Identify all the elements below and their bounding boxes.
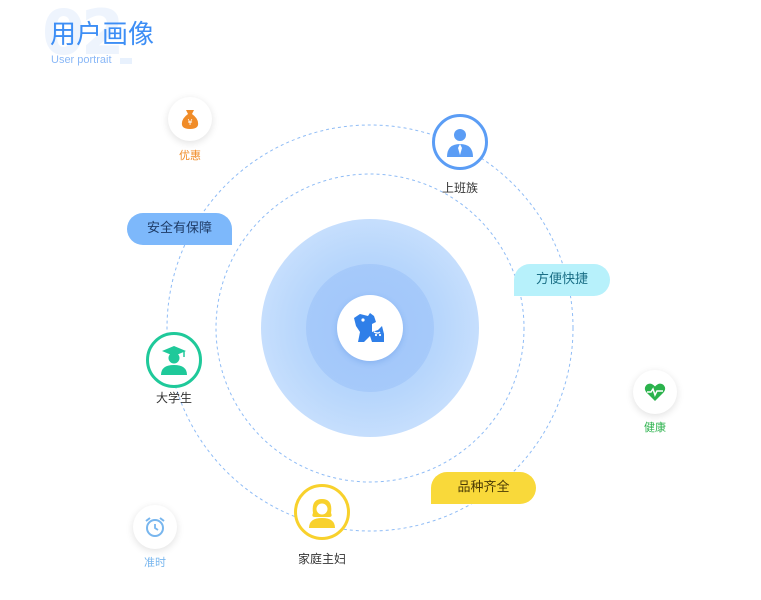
- persona-student[interactable]: [146, 332, 202, 388]
- outer-orbit: [166, 124, 574, 532]
- tag-variety: 品种齐全: [431, 472, 536, 504]
- inner-orbit: [215, 173, 525, 483]
- section-number: 02: [42, 0, 124, 69]
- tag-safety: 安全有保障: [127, 213, 232, 245]
- graduate-icon: [161, 346, 187, 375]
- benefit-label: 准时: [144, 556, 166, 569]
- benefit-label: 健康: [644, 421, 666, 434]
- benefit-label: 优惠: [179, 149, 201, 162]
- svg-text:¥: ¥: [187, 118, 192, 127]
- money-bag-icon: ¥: [181, 110, 199, 129]
- heart-pulse-icon: [644, 383, 666, 401]
- pets-dog-cat-icon: [354, 313, 384, 342]
- persona-label: 大学生: [155, 391, 192, 405]
- persona-housewife[interactable]: [294, 484, 350, 540]
- persona-office-worker[interactable]: [432, 114, 488, 170]
- alarm-clock-icon: [145, 517, 165, 537]
- center-badge: [337, 295, 403, 361]
- housewife-icon: [309, 499, 335, 528]
- benefit-punctual[interactable]: [133, 505, 177, 549]
- office-worker-icon: [447, 129, 473, 157]
- persona-label: 上班族: [441, 181, 478, 195]
- persona-label: 家庭主妇: [297, 552, 346, 566]
- subtitle-decoration: [120, 58, 132, 64]
- benefit-health[interactable]: [633, 370, 677, 414]
- benefit-discount[interactable]: ¥: [168, 97, 212, 141]
- tag-convenience: 方便快捷: [514, 264, 610, 296]
- page-title: 用户画像: [50, 20, 155, 50]
- page-subtitle: User portrait: [51, 54, 112, 66]
